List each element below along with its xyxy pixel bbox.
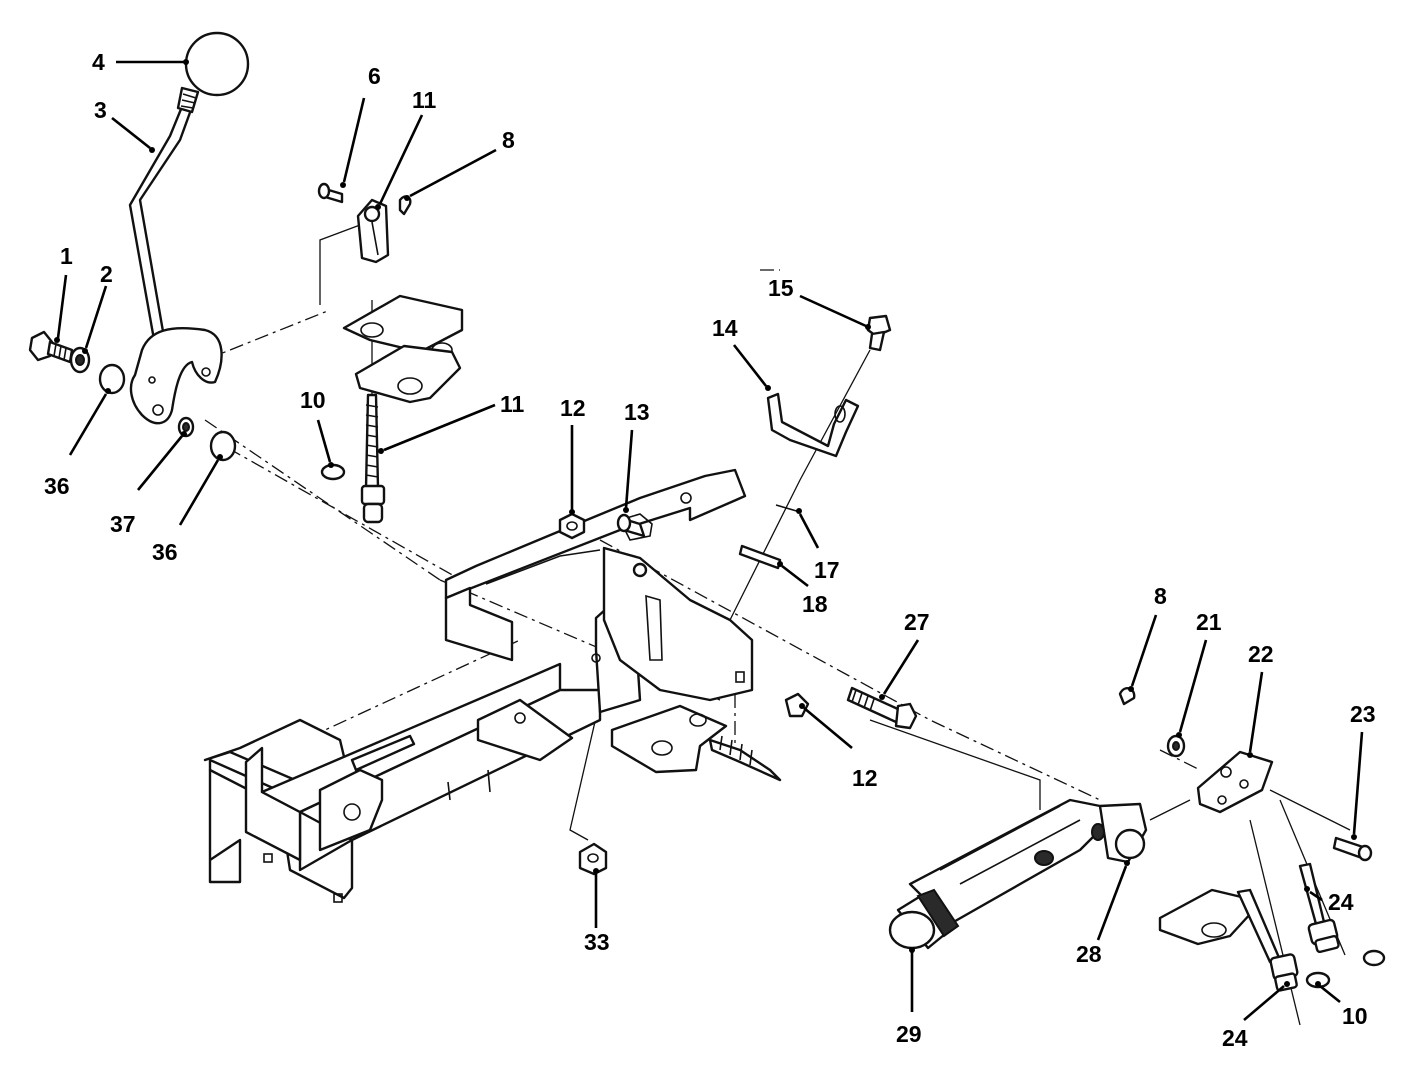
handle-arm xyxy=(908,798,1148,926)
washer-right xyxy=(1166,734,1186,758)
rod-left xyxy=(1236,888,1299,992)
callout-10-left: 10 xyxy=(300,387,326,413)
callout-15: 15 xyxy=(768,275,794,301)
callout-29: 29 xyxy=(896,1021,922,1047)
assembly-guide-lines xyxy=(204,224,1351,1026)
callout-14: 14 xyxy=(712,315,738,341)
callout-33: 33 xyxy=(584,929,610,955)
shift-lever-plate xyxy=(129,327,223,425)
spring-clip xyxy=(775,504,801,513)
roll-pin xyxy=(738,544,782,570)
callout-1: 1 xyxy=(60,243,73,269)
callout-17: 17 xyxy=(814,557,840,583)
clevis-right xyxy=(1196,750,1274,814)
long-bolt xyxy=(846,686,918,730)
clevis-top xyxy=(356,198,390,264)
washer-lock xyxy=(69,346,91,374)
callout-10-right: 10 xyxy=(1342,1003,1368,1029)
callout-12-right: 12 xyxy=(852,765,878,791)
callout-36-left: 36 xyxy=(44,473,70,499)
callout-28: 28 xyxy=(1076,941,1102,967)
washer-flat-left xyxy=(98,363,126,395)
callout-numbers: 4 3 6 11 8 1 2 36 37 36 10 11 15 14 12 1… xyxy=(44,49,1376,1051)
callout-12-top: 12 xyxy=(560,395,586,421)
clevis-pin-right xyxy=(1332,836,1373,862)
callout-2: 2 xyxy=(100,261,113,287)
shift-plate-lower xyxy=(354,344,462,404)
handle-grip xyxy=(888,888,960,950)
callout-27: 27 xyxy=(904,609,930,635)
bracket-bolt xyxy=(866,314,892,352)
callout-3: 3 xyxy=(94,97,107,123)
leader-lines xyxy=(54,59,1364,1021)
shift-bracket xyxy=(766,392,860,458)
callout-21: 21 xyxy=(1196,609,1222,635)
callout-8-top: 8 xyxy=(502,127,515,153)
callout-22: 22 xyxy=(1248,641,1274,667)
callout-24-right: 24 xyxy=(1328,889,1354,915)
hex-nut-bottom xyxy=(578,842,608,876)
callout-37: 37 xyxy=(110,511,136,537)
bolt xyxy=(28,330,74,364)
main-frame xyxy=(203,468,782,903)
callout-11-rod: 11 xyxy=(500,391,525,417)
callout-4: 4 xyxy=(92,49,105,75)
plate-right xyxy=(1158,888,1256,946)
callout-18: 18 xyxy=(802,591,828,617)
callout-23: 23 xyxy=(1350,701,1376,727)
callout-36-right: 36 xyxy=(152,539,178,565)
callout-6: 6 xyxy=(368,63,381,89)
washer-flat-right xyxy=(209,430,237,462)
callout-11-top: 11 xyxy=(412,87,437,113)
callout-24-bottom: 24 xyxy=(1222,1025,1248,1051)
clevis-pin-top xyxy=(317,182,344,204)
callout-13: 13 xyxy=(624,399,650,425)
knob xyxy=(184,31,250,97)
bushing xyxy=(616,513,646,538)
threaded-rod xyxy=(360,393,386,524)
callout-8-right: 8 xyxy=(1154,583,1167,609)
hex-nut-top xyxy=(558,512,586,540)
shift-lever xyxy=(128,86,200,364)
